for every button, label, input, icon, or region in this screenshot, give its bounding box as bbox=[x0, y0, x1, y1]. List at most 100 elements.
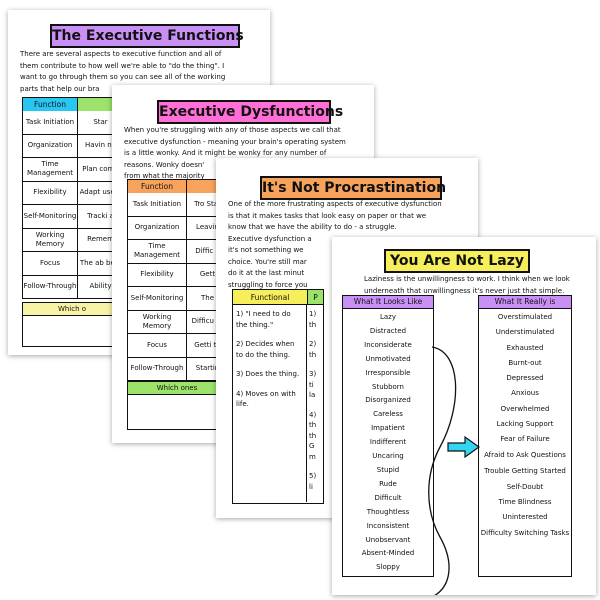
functional-steps: 1) "I need to do the thing."2) Decides w… bbox=[233, 305, 307, 502]
description-cell: Getti ta bbox=[194, 340, 221, 349]
list-item: Distracted bbox=[369, 326, 407, 335]
list-item: Indifferent bbox=[369, 438, 407, 447]
intro-text: There are several aspects to executive f… bbox=[20, 50, 226, 93]
list-item: Uncaring bbox=[372, 452, 404, 461]
description-cell: The ab bein bbox=[79, 258, 122, 267]
intro-text: Laziness is the unwillingness to work. I… bbox=[364, 275, 570, 295]
procrastination-table: Functional P 1) "I need to do the thing.… bbox=[232, 289, 324, 504]
intro-text: One of the more frustrating aspects of e… bbox=[228, 200, 442, 289]
list-item: Depressed bbox=[506, 374, 544, 383]
functional-step: 1) "I need to do the thing." bbox=[236, 310, 291, 329]
page-title: You Are Not Lazy bbox=[384, 249, 530, 273]
dysfunctional-step: 3) ti la bbox=[309, 370, 317, 399]
list-item: Exhausted bbox=[506, 343, 544, 352]
page-title: The Executive Functions bbox=[50, 24, 244, 48]
list-item: Trouble Getting Started bbox=[484, 466, 566, 475]
function-cell: Organization bbox=[23, 134, 78, 157]
function-cell: Time Management bbox=[128, 240, 187, 263]
table-row: Organization Havin ne bbox=[23, 133, 123, 157]
list-item: Overwhelmed bbox=[500, 404, 550, 413]
list-item: Absent-Minded bbox=[361, 549, 415, 558]
list-item: Unobservant bbox=[365, 535, 411, 544]
description-cell: Tracki a bbox=[87, 211, 114, 220]
table-row: Task Initiation Star bbox=[23, 111, 123, 134]
list-item: Inconsistent bbox=[366, 521, 410, 530]
list-item: Unmotivated bbox=[365, 354, 411, 363]
list-item: Careless bbox=[373, 410, 403, 419]
function-cell: Flexibility bbox=[128, 263, 187, 286]
list-item: Rude bbox=[379, 479, 397, 488]
table-row: Follow-Through Startin bbox=[128, 356, 228, 380]
table-header-description bbox=[78, 98, 123, 111]
dysfunctional-step: 5) li bbox=[309, 472, 317, 491]
list-item: Afraid to Ask Questions bbox=[484, 450, 566, 459]
list-item: Overstimulated bbox=[497, 313, 553, 321]
arrow-icon bbox=[447, 436, 481, 458]
function-cell: Follow-Through bbox=[128, 357, 187, 380]
table-row: Working Memory Difficu th bbox=[128, 309, 228, 333]
which-box: Which ones bbox=[127, 381, 227, 395]
table-row: Time Management Diffic a bbox=[128, 239, 228, 263]
function-cell: Flexibility bbox=[23, 181, 78, 204]
table-row: Self-Monitoring Tracki a bbox=[23, 204, 123, 228]
table-header-functional: Functional bbox=[233, 290, 308, 304]
list-item: Fear of Failure bbox=[500, 435, 550, 444]
description-cell: Havin ne bbox=[84, 141, 117, 150]
page-title: It's Not Procrastination bbox=[260, 176, 446, 200]
function-cell: Self-Monitoring bbox=[128, 287, 187, 310]
intro-text: When you're struggling with any of those… bbox=[124, 126, 346, 180]
description-cell: Leavin bbox=[196, 223, 219, 232]
function-cell: Focus bbox=[23, 252, 78, 275]
function-cell: Working Memory bbox=[23, 228, 78, 251]
table-row: Working Memory Remem bbox=[23, 227, 123, 251]
functional-step: 3) Does the thing. bbox=[236, 370, 300, 378]
description-cell: Diffic a bbox=[195, 246, 220, 255]
answer-area bbox=[22, 316, 122, 347]
list-item: Irresponsible bbox=[365, 368, 411, 377]
function-cell: Task Initiation bbox=[128, 193, 187, 216]
list-item: Lacking Support bbox=[496, 420, 554, 429]
list-item: Disorganized bbox=[365, 396, 411, 405]
connector-curve bbox=[428, 346, 457, 595]
table-header-function: Function bbox=[128, 180, 187, 193]
function-cell: Working Memory bbox=[128, 310, 187, 333]
function-cell: Follow-Through bbox=[23, 275, 78, 298]
functional-step: 4) Moves on with life. bbox=[236, 389, 296, 409]
description-cell: Remem bbox=[87, 235, 114, 244]
description-cell: Star bbox=[93, 117, 108, 126]
description-cell: Startin bbox=[195, 364, 220, 373]
description-cell: Plan comp bbox=[82, 164, 119, 173]
which-box: Which o bbox=[22, 302, 122, 316]
list-item: Lazy bbox=[379, 313, 396, 321]
list-item: Stupid bbox=[376, 465, 400, 474]
list-item: Sloppy bbox=[376, 563, 400, 572]
list-item: Stubborn bbox=[372, 382, 404, 391]
description-cell: Ability bbox=[89, 282, 112, 291]
page-title: Executive Dysfunctions bbox=[157, 100, 343, 124]
list-item: Uninterested bbox=[502, 513, 548, 522]
answer-area bbox=[127, 395, 227, 430]
table-row: Task Initiation Tro Star bbox=[128, 193, 228, 216]
list-item: Difficult bbox=[374, 493, 402, 502]
list-item: Anxious bbox=[511, 389, 539, 398]
table-header-function: Function bbox=[23, 98, 78, 111]
table-row: Follow-Through Ability bbox=[23, 274, 123, 298]
list-item: Impatient bbox=[371, 424, 405, 433]
description-cell: Difficu th bbox=[191, 317, 224, 326]
list-item: Understimulated bbox=[495, 328, 555, 337]
list-item: Time Blindness bbox=[498, 497, 552, 506]
function-cell: Self-Monitoring bbox=[23, 205, 78, 228]
description-cell: Tro Star bbox=[194, 199, 221, 208]
function-cell: Task Initiation bbox=[23, 111, 78, 134]
list-item: Inconsiderate bbox=[364, 340, 412, 349]
